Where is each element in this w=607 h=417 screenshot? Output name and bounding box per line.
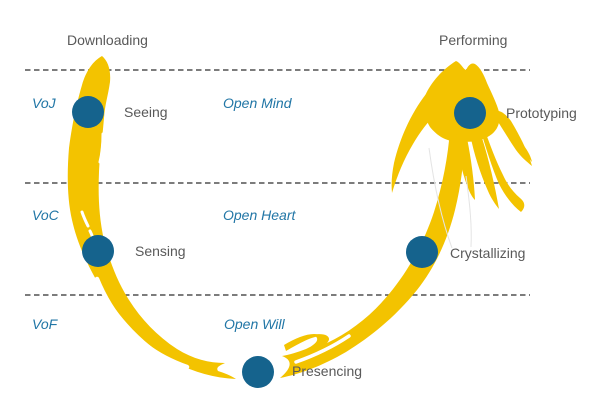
stage-label-prototyping: Prototyping bbox=[506, 105, 577, 121]
node-sensing bbox=[82, 235, 114, 267]
stage-label-sensing: Sensing bbox=[135, 243, 186, 259]
arrow-feather-2 bbox=[470, 134, 499, 209]
tail-finger-wisp bbox=[284, 334, 322, 351]
opening-label-open-mind: Open Mind bbox=[223, 95, 292, 111]
opening-label-open-heart: Open Heart bbox=[223, 207, 296, 223]
voice-label-voj: VoJ bbox=[32, 95, 56, 111]
u-curve-left-stroke bbox=[67, 56, 237, 379]
brush-slit-bottom-curve bbox=[94, 276, 190, 370]
stage-label-performing: Performing bbox=[439, 32, 508, 48]
arrow-left-arm bbox=[391, 94, 447, 193]
voice-label-voc: VoC bbox=[32, 207, 59, 223]
stage-label-seeing: Seeing bbox=[124, 104, 168, 120]
arrow-feather-4 bbox=[492, 110, 532, 166]
stage-label-crystallizing: Crystallizing bbox=[450, 245, 526, 261]
stage-label-presencing: Presencing bbox=[292, 363, 363, 379]
arrow-feather-3 bbox=[481, 128, 525, 212]
arrow-hairline-1 bbox=[428, 147, 453, 249]
node-prototyping bbox=[454, 97, 486, 129]
opening-label-open-will: Open Will bbox=[224, 316, 285, 332]
brush-slit-top bbox=[98, 132, 105, 164]
voice-label-vof: VoF bbox=[32, 316, 58, 332]
arrow-feather-fleck bbox=[523, 146, 532, 162]
brush-slit-right-tail bbox=[294, 334, 351, 364]
node-presencing bbox=[242, 356, 274, 388]
stage-label-downloading: Downloading bbox=[67, 32, 148, 48]
node-crystallizing bbox=[406, 236, 438, 268]
node-seeing bbox=[72, 96, 104, 128]
arrow-hairline-2 bbox=[465, 175, 472, 248]
arrow-feather-1 bbox=[456, 130, 475, 200]
